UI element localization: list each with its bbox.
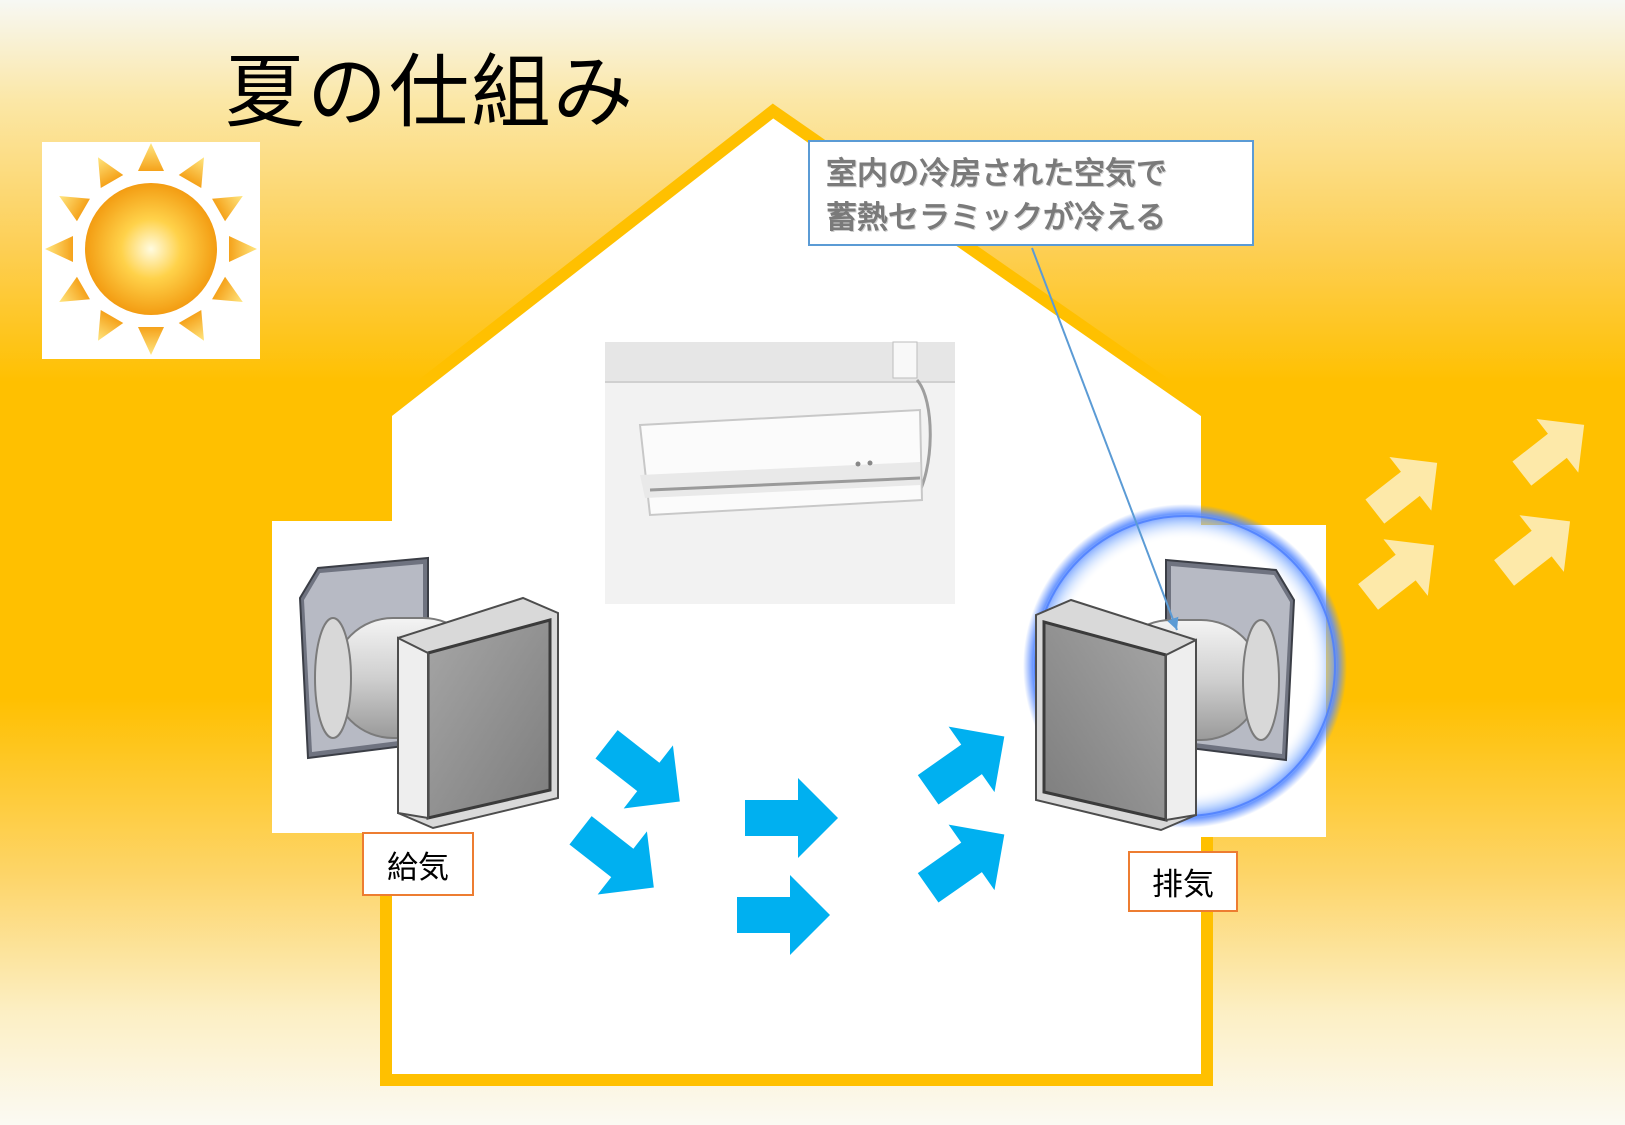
airflow-arrow bbox=[1365, 457, 1438, 524]
sun-ray bbox=[138, 327, 164, 355]
sun-ray bbox=[178, 157, 204, 188]
sun-ray bbox=[229, 236, 257, 262]
callout-line-2: 蓄熱セラミックが冷える bbox=[826, 200, 1167, 236]
sun-ray bbox=[212, 276, 243, 302]
ventilation-unit-supply bbox=[272, 521, 562, 833]
airflow-arrow bbox=[1494, 515, 1571, 586]
outdoor-airflow-arrows bbox=[1358, 419, 1585, 610]
callout-box: 室内の冷房された空気で 蓄熱セラミックが冷える bbox=[808, 140, 1254, 246]
airflow-arrow bbox=[745, 778, 838, 858]
airflow-arrow bbox=[569, 816, 654, 895]
sun-ray bbox=[45, 236, 73, 262]
airflow-arrow bbox=[1358, 539, 1435, 610]
sun-icon bbox=[42, 142, 260, 359]
exhaust-label: 排気 bbox=[1128, 851, 1238, 912]
airflow-arrow bbox=[595, 730, 680, 809]
sun-ray bbox=[138, 143, 164, 171]
sun-ray bbox=[59, 276, 90, 302]
sun-ray bbox=[98, 310, 124, 341]
airflow-arrow bbox=[917, 824, 1005, 903]
airflow-arrow bbox=[1512, 419, 1585, 486]
air-conditioner bbox=[605, 341, 955, 604]
sun-ray bbox=[178, 310, 204, 341]
sun-ray bbox=[212, 196, 243, 222]
airflow-arrow bbox=[917, 726, 1005, 805]
callout-line-1: 室内の冷房された空気で bbox=[826, 156, 1167, 192]
page-title: 夏の仕組み bbox=[225, 46, 635, 139]
sun-ray bbox=[59, 196, 90, 222]
airflow-arrow bbox=[737, 875, 830, 955]
supply-label: 給気 bbox=[362, 832, 474, 896]
sun-ray bbox=[98, 157, 124, 188]
indoor-airflow-arrows bbox=[569, 726, 1005, 955]
callout-pointer bbox=[1031, 247, 1179, 631]
ventilation-unit-exhaust bbox=[1023, 504, 1347, 837]
